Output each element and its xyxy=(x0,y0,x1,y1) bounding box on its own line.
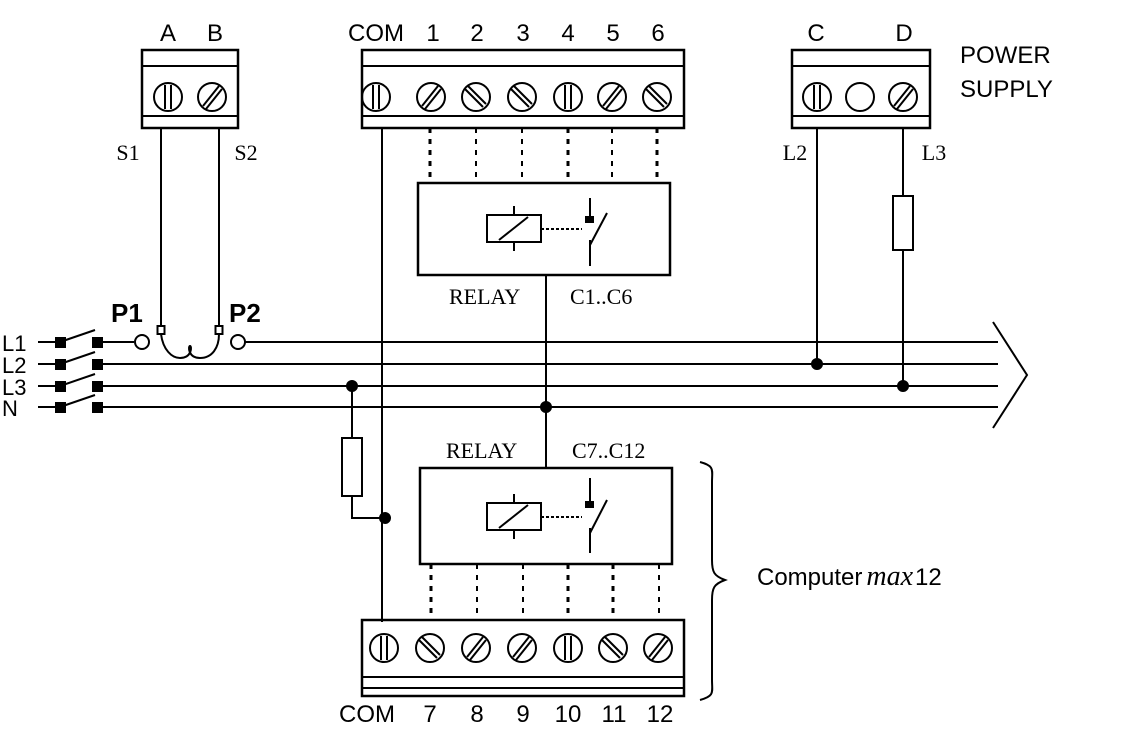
screw-terminal-2 xyxy=(461,82,491,112)
terminal-label-10: 10 xyxy=(555,701,582,728)
current-transformer-coil xyxy=(160,333,220,360)
screw-terminal-5 xyxy=(597,82,627,112)
screw-terminal-empty xyxy=(845,82,875,112)
ct-label-p1: P1 xyxy=(111,298,143,328)
relay-top xyxy=(416,181,672,277)
screw-terminal-11 xyxy=(598,633,628,663)
screw-terminal-c xyxy=(802,82,832,112)
terminal-block-top xyxy=(360,48,686,130)
wire-label-l3: L3 xyxy=(922,140,946,165)
relay-bottom-label: RELAY xyxy=(446,438,517,463)
relay-top-label: RELAY xyxy=(449,284,520,309)
terminal-label-c: C xyxy=(807,20,824,47)
terminal-label-a: A xyxy=(160,20,176,47)
bus-lines xyxy=(38,321,1029,429)
line-label-l2: L2 xyxy=(2,353,26,378)
fuse-power xyxy=(892,195,914,251)
device-brace xyxy=(699,461,728,701)
terminal-label-11: 11 xyxy=(602,701,627,728)
junction-l3 xyxy=(897,380,909,392)
ct-tap-p2 xyxy=(214,325,224,335)
terminal-label-com-bottom: COM xyxy=(339,701,395,728)
power-supply-title-line1: POWER xyxy=(960,42,1051,69)
terminal-label-6: 6 xyxy=(651,20,664,47)
terminal-label-7: 7 xyxy=(423,701,436,728)
screw-terminal-a xyxy=(153,82,183,112)
terminal-label-d: D xyxy=(895,20,912,47)
terminal-label-3: 3 xyxy=(516,20,529,47)
terminal-label-com-top: COM xyxy=(348,20,404,47)
screw-terminal-10 xyxy=(553,633,583,663)
screw-terminal-b xyxy=(197,82,227,112)
terminal-block-bottom xyxy=(360,618,686,698)
terminal-label-1: 1 xyxy=(426,20,439,47)
breaker-switch xyxy=(55,329,103,413)
terminal-label-8: 8 xyxy=(470,701,483,728)
screw-terminal-6 xyxy=(642,82,672,112)
line-label-n: N xyxy=(2,396,18,421)
terminal-label-12: 12 xyxy=(647,701,674,728)
terminal-block-power xyxy=(790,48,932,130)
terminal-label-4: 4 xyxy=(561,20,574,47)
terminal-block-ab xyxy=(140,48,240,130)
device-name: Computer xyxy=(757,564,862,591)
wire-label-s2: S2 xyxy=(234,140,257,165)
relay-bottom-connections xyxy=(429,564,660,620)
screw-terminal-8 xyxy=(461,633,491,663)
terminal-label-5: 5 xyxy=(606,20,619,47)
wire-label-l2: L2 xyxy=(783,140,807,165)
ct-tap-p1 xyxy=(156,325,166,335)
screw-terminal-d xyxy=(888,82,918,112)
screw-terminal-3 xyxy=(507,82,537,112)
relay-top-connections xyxy=(428,128,659,183)
relay-top-range: C1..C6 xyxy=(570,284,632,309)
fuse-com xyxy=(341,437,363,497)
terminal-label-b: B xyxy=(207,20,223,47)
line-label-l1: L1 xyxy=(2,331,26,356)
screw-terminal-12 xyxy=(643,633,673,663)
screw-terminal-4 xyxy=(553,82,583,112)
relay-bottom xyxy=(418,466,674,566)
terminal-label-2: 2 xyxy=(470,20,483,47)
junction-l2 xyxy=(811,358,823,370)
device-number: 12 xyxy=(915,564,942,591)
ct-label-p2: P2 xyxy=(229,298,261,328)
screw-terminal-7 xyxy=(415,633,445,663)
line-label-l3: L3 xyxy=(2,375,26,400)
wire-label-s1: S1 xyxy=(116,140,139,165)
device-model: max xyxy=(866,561,913,592)
screw-terminal-com-top xyxy=(361,82,391,112)
wire-fuse-to-com xyxy=(351,496,385,519)
power-supply-title-line2: SUPPLY xyxy=(960,76,1053,103)
relay-bottom-range: C7..C12 xyxy=(572,438,645,463)
screw-terminal-9 xyxy=(507,633,537,663)
screw-terminal-com-bottom xyxy=(369,633,399,663)
terminal-label-9: 9 xyxy=(516,701,529,728)
screw-terminal-1 xyxy=(416,82,446,112)
